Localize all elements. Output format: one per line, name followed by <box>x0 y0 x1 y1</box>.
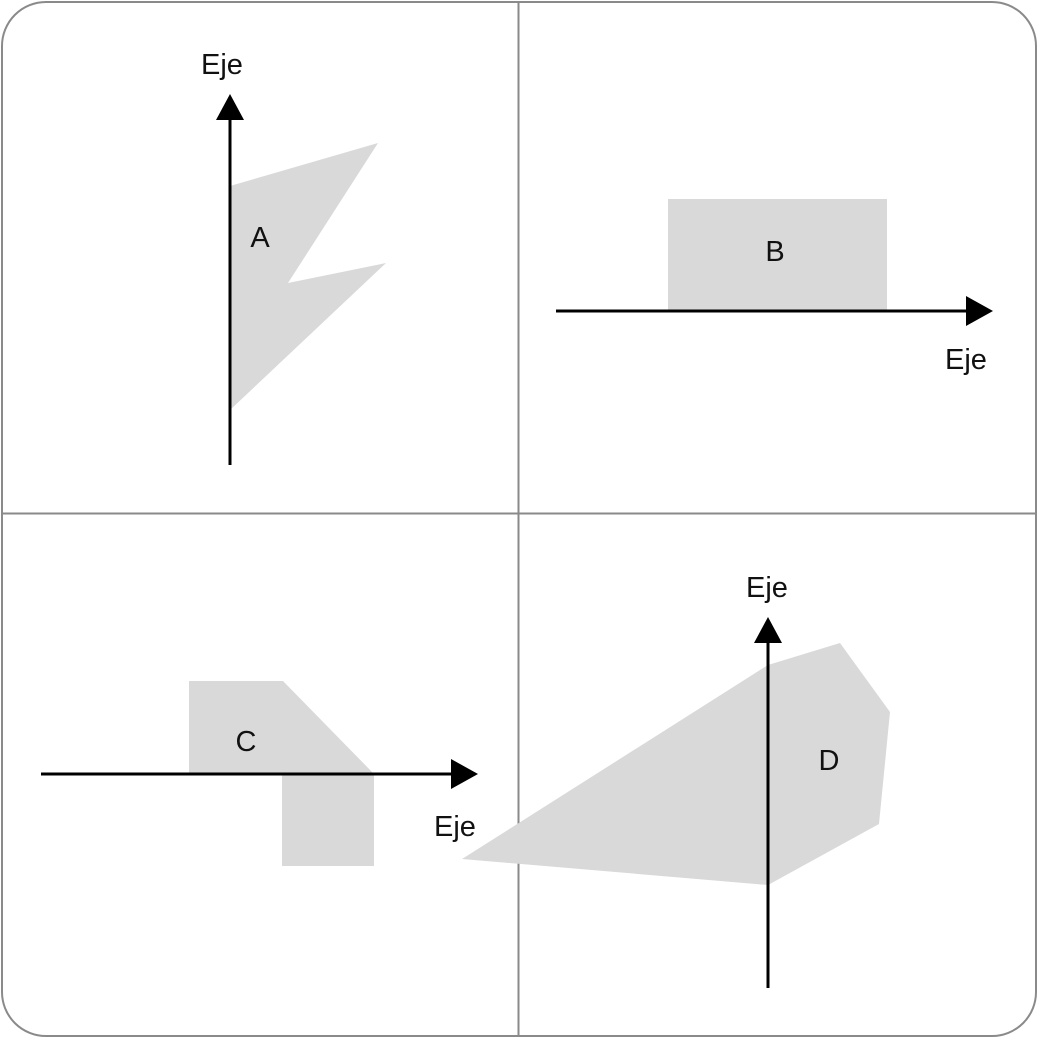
panel-d: Eje D <box>462 572 890 988</box>
shape-a-label: A <box>250 222 270 254</box>
axis-d-label: Eje <box>746 572 788 604</box>
axis-d-arrowhead <box>754 617 782 643</box>
shape-d-label: D <box>819 745 840 777</box>
panel-a: Eje A <box>201 49 386 465</box>
shape-b-label: B <box>765 236 784 268</box>
axis-b-arrowhead <box>966 296 993 326</box>
axis-c-arrowhead <box>451 759 478 789</box>
axis-a-label: Eje <box>201 49 243 81</box>
shape-b <box>668 199 887 311</box>
panel-b: Eje B <box>556 199 993 376</box>
axis-c-label: Eje <box>434 811 476 843</box>
axis-a-arrowhead <box>216 94 244 120</box>
axis-b-label: Eje <box>945 344 987 376</box>
shape-d <box>462 643 890 885</box>
shape-c-label: C <box>236 726 257 758</box>
shape-a <box>230 143 386 410</box>
panel-c: Eje C <box>41 681 478 866</box>
